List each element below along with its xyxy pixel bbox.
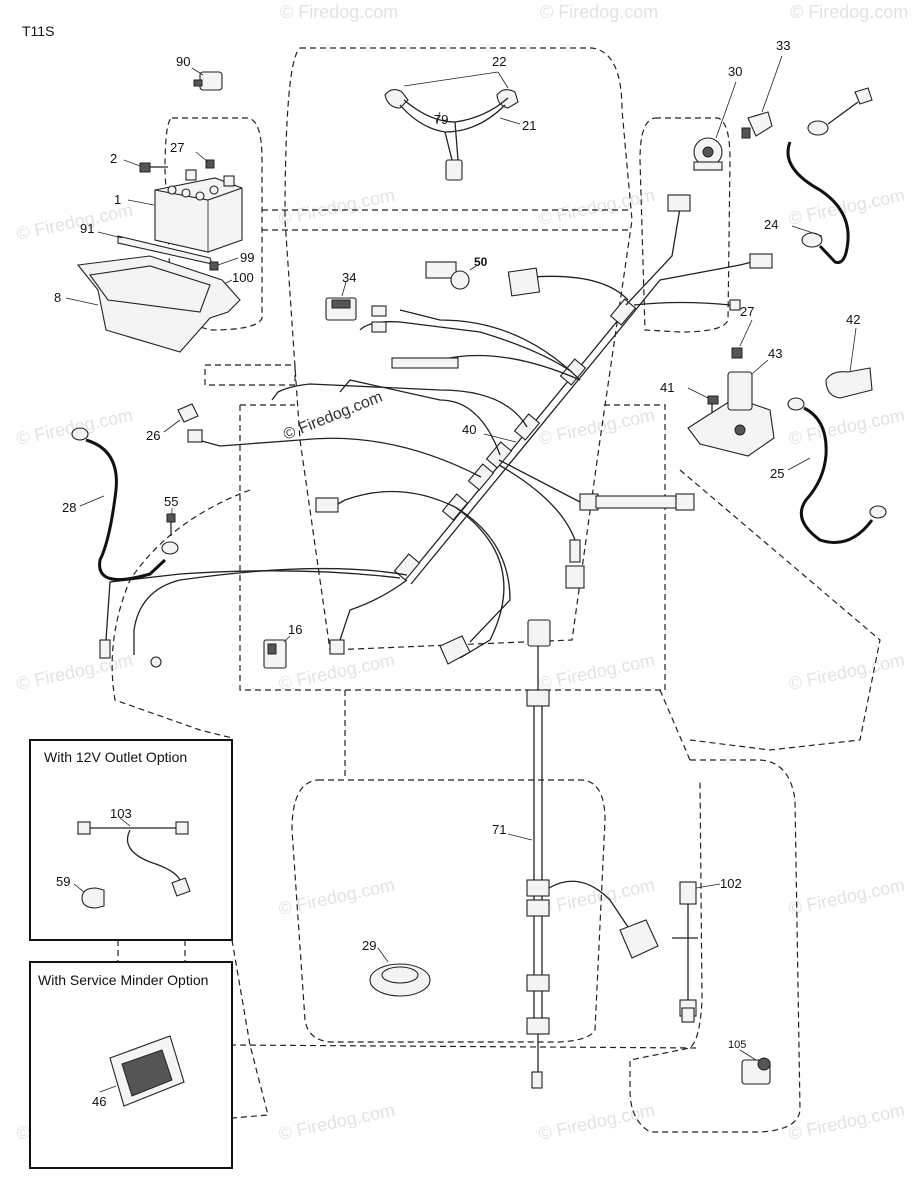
part-71-harness: 71 [492, 619, 659, 1089]
callout-28: 28 [62, 500, 76, 515]
watermark: © Firedog.com [277, 185, 397, 229]
chassis-outline [111, 47, 881, 1133]
watermark: © Firedog.com [277, 650, 397, 694]
part-27-nut-top: 27 [170, 140, 215, 169]
part-25-battery-cable: 25 [770, 397, 887, 544]
part-42-boot: 42 [825, 312, 873, 399]
callout-30: 30 [728, 64, 742, 79]
watermark: © Firedog.com [277, 875, 397, 919]
part-99-bolt: 99 [209, 250, 254, 271]
callout-105: 105 [728, 1039, 746, 1051]
callout-59: 59 [56, 874, 70, 889]
inset-service-minder: With Service Minder Option 46 [29, 961, 233, 1169]
watermark: © Firedog.com [787, 875, 907, 919]
callout-91: 91 [80, 221, 94, 236]
watermark: © Firedog.com [787, 650, 907, 694]
callout-90: 90 [176, 54, 190, 69]
part-41-bolt: 41 [660, 380, 719, 418]
callout-27-right: 27 [740, 304, 754, 319]
part-8-battery-tray: 8 [54, 255, 241, 353]
part-40-main-harness: 40 [105, 194, 773, 665]
part-21-headlight-harness: 22 79 21 [384, 54, 536, 181]
left-harness-connectors [99, 267, 541, 668]
diagram-code: T11S [22, 23, 54, 39]
callout-21: 21 [522, 118, 536, 133]
watermark: © Firedog.com [277, 1100, 397, 1144]
center-watermark: © Firedog.com [281, 389, 385, 444]
callout-55: 55 [164, 494, 178, 509]
watermark: © Firedog.com [537, 185, 657, 229]
watermark: © Firedog.com [787, 1100, 907, 1144]
callout-16: 16 [288, 622, 302, 637]
watermark: © Firedog.com [537, 405, 657, 449]
callout-22: 22 [492, 54, 506, 69]
part-33-key: 33 [741, 38, 790, 139]
part-105-sensor: 105 [728, 1039, 771, 1085]
callout-43: 43 [768, 346, 782, 361]
watermark: © Firedog.com [790, 2, 908, 22]
callout-24: 24 [764, 217, 778, 232]
callout-26: 26 [146, 428, 160, 443]
callout-79: 79 [434, 112, 448, 127]
part-50-switch: 50 [425, 255, 488, 290]
callout-102: 102 [720, 876, 742, 891]
callout-46: 46 [92, 1094, 106, 1109]
part-102-harness: 102 [672, 876, 742, 1023]
callout-29: 29 [362, 938, 376, 953]
watermark: © Firedog.com [537, 650, 657, 694]
watermark: © Firedog.com [537, 875, 657, 919]
part-29-horn: 29 [362, 938, 431, 997]
part-55-bolt: 55 [164, 494, 178, 536]
callout-42: 42 [846, 312, 860, 327]
part-34-switch: 34 [325, 270, 357, 321]
part-1-battery: 1 [114, 169, 243, 253]
callout-25: 25 [770, 466, 784, 481]
part-16-relay: 16 [263, 622, 302, 669]
inset-service-minder-title: With Service Minder Option [38, 972, 208, 988]
callout-41: 41 [660, 380, 674, 395]
inset-12v-outlet-title: With 12V Outlet Option [44, 749, 187, 765]
part-2-bolt: 2 [110, 151, 168, 173]
part-43-solenoid: 43 [687, 346, 782, 457]
watermark: © Firedog.com [540, 2, 658, 22]
callout-40: 40 [462, 422, 476, 437]
callout-8: 8 [54, 290, 61, 305]
callout-2: 2 [110, 151, 117, 166]
callout-34: 34 [342, 270, 356, 285]
part-90-connector: 90 [176, 54, 223, 91]
watermark: © Firedog.com [787, 405, 907, 449]
inset-12v-outlet: With 12V Outlet Option 103 59 [29, 739, 233, 941]
part-24-battery-cable: 24 [764, 87, 873, 265]
callout-1: 1 [114, 192, 121, 207]
watermark: © Firedog.com [15, 405, 135, 449]
callout-100: 100 [232, 270, 254, 285]
part-28-ground-cable: 28 [62, 427, 179, 582]
callout-103: 103 [110, 806, 132, 821]
part-27-nut-right: 27 [731, 304, 754, 359]
callout-50: 50 [474, 255, 488, 269]
callout-27-top: 27 [170, 140, 184, 155]
callout-33: 33 [776, 38, 790, 53]
watermark: © Firedog.com [15, 650, 135, 694]
part-30-ignition-switch: 30 [693, 64, 742, 171]
callout-71: 71 [492, 822, 506, 837]
watermark: © Firedog.com [280, 2, 398, 22]
callout-99: 99 [240, 250, 254, 265]
part-26-fuse: 26 [146, 403, 199, 443]
